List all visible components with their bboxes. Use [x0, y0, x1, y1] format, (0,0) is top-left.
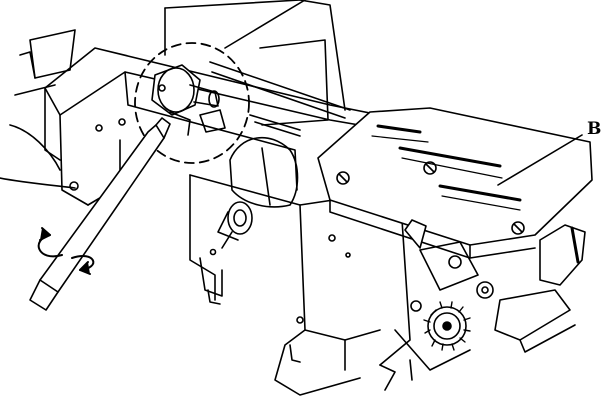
background-panel-center: [164, 0, 346, 126]
detail-circle: [134, 0, 306, 164]
screwdriver: [29, 117, 171, 311]
cable: [0, 124, 79, 191]
callout-label-b: B: [587, 119, 602, 139]
needle-plate: [317, 107, 593, 259]
presser-lever: [494, 224, 586, 353]
rotation-arrow: [37, 227, 95, 275]
callout-b-leader: [497, 134, 583, 186]
shaft-bushing: [217, 201, 253, 249]
cam-mechanism: [151, 64, 226, 136]
roller: [229, 136, 299, 208]
gear-assembly: [379, 219, 494, 391]
background-panel-left: [14, 29, 76, 96]
guide-rails: [209, 61, 351, 137]
frame-brackets: [199, 257, 301, 363]
